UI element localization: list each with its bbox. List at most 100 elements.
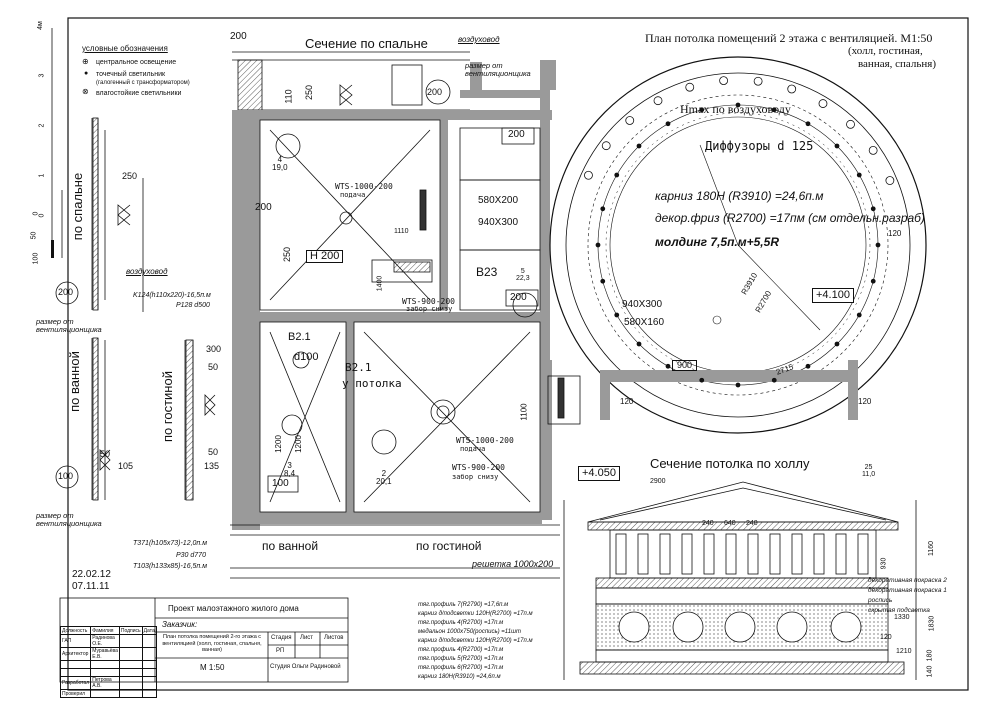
spot-light-icon [685, 82, 695, 92]
staff-name [90, 689, 120, 698]
window-column [791, 533, 803, 575]
spot-light-icon [868, 145, 878, 155]
b23-label: B23 [476, 265, 498, 279]
dim-180: 180 [926, 649, 934, 662]
staff-row [59, 660, 157, 669]
wts3-label: WTS-1000-200 [456, 436, 514, 445]
plan-subtitle-2: ванная, спальня) [858, 58, 937, 70]
bottom-title-bath: по ванной [262, 539, 319, 553]
diffusers-label: Диффузоры d 125 [705, 139, 814, 153]
col-date: Дата [141, 626, 157, 635]
wet-light-icon: ⊗ [82, 87, 89, 96]
box-100: 100 [272, 478, 289, 489]
staff-sign [118, 634, 143, 648]
section-note: декоративная покраска 1 [868, 587, 947, 594]
staff-role: Проверил [59, 689, 92, 698]
scale-ruler [51, 28, 63, 258]
spot-light-icon [699, 107, 705, 113]
spot-light-icon [846, 119, 855, 129]
dim-640: 640 [724, 520, 736, 527]
bottom-title-living: по гостиной [416, 539, 482, 553]
legend-item-central: центральное освещение [96, 59, 177, 66]
dim-250-plan: 250 [282, 246, 293, 263]
stamp-stage: РП [276, 648, 285, 654]
top-circle-200: 200 [427, 87, 443, 97]
col-position: Должность [59, 626, 92, 635]
spot-light-icon [805, 121, 811, 127]
window-column [725, 533, 737, 575]
room-2-area: 2 20,1 [376, 469, 392, 486]
duct-940x300: 940Х300 [478, 217, 519, 228]
date-2: 07.11.11 [72, 581, 110, 592]
col-sign: Подпись [118, 626, 143, 635]
stamp-studio: Студия Ольги Радиновой [270, 664, 341, 670]
d100-label: d100 [294, 351, 319, 363]
plan-subtitle-1: (холл, гостиная, [848, 45, 923, 57]
dim-120b: 120 [620, 397, 634, 406]
dim-120c: 120 [858, 397, 872, 406]
room-3-area: 3 8,4 [284, 461, 296, 478]
window-column [769, 533, 781, 575]
top-dim-110: 110 [283, 89, 294, 104]
section-hall-drawing [563, 481, 917, 680]
wts3-sub: подача [460, 445, 486, 453]
dim-1200a: 1200 [273, 435, 283, 453]
wts2-label: WTS-900-200 [402, 297, 455, 306]
wts1-sub: подача [340, 191, 366, 199]
spot-light-icon [719, 76, 729, 86]
box-200-mid: 200 [510, 292, 527, 303]
left-title-living: по гостиной [159, 371, 175, 442]
spec-item: тяг.профиль 4(R2700) =17п.м [418, 620, 504, 626]
dim-140: 140 [926, 665, 934, 678]
hall-outer-walls [600, 360, 858, 420]
floor-plan-rooms [230, 119, 581, 579]
spot-light-icon [870, 278, 876, 284]
spot-light-icon [735, 382, 741, 388]
cornice-label: карниз 180H (R3910) =24,6п.м [655, 189, 824, 203]
ruler-0-cm: 0 [32, 211, 40, 216]
top-dim-250: 250 [304, 84, 315, 101]
left-size-note2: размер от вентиляционщика [36, 511, 102, 528]
medallion-icon [724, 611, 756, 643]
spot-light-icon [856, 312, 862, 318]
window-column [681, 533, 693, 575]
ruler-3: 3 [38, 73, 46, 78]
p128-label: P128 d500 [176, 302, 210, 309]
staff-role: ГАП [59, 634, 92, 648]
medallion-icon [776, 611, 808, 643]
left-dim-50b: 50 [208, 447, 219, 457]
stamp-sheets-head: Листов [324, 635, 344, 641]
spec-item: карниз 180Н(R3910) =24,6п.м [418, 674, 501, 680]
section-note: декоративная покраска 2 [868, 577, 947, 584]
stamp-customer: Заказчик: [162, 620, 198, 629]
staff-date [141, 689, 157, 698]
dim-2900: 2900 [650, 478, 666, 485]
spot-light-icon [665, 121, 671, 127]
left-dim-50: 50 [208, 362, 219, 372]
spec-item: тяг.профиль 5(R2700) =17п.м [418, 656, 504, 662]
spec-item: медальон 1000х750(роспись) =11шт [418, 629, 522, 635]
window-column [659, 533, 671, 575]
stamp-project: Проект малоэтажного жилого дома [168, 604, 299, 613]
wts4-sub: забор снизу [452, 473, 499, 481]
dim-120-sec: 120 [880, 634, 892, 641]
left-dim-250: 250 [122, 171, 138, 181]
spot-light-icon [834, 143, 840, 149]
spot-light-icon [771, 377, 777, 383]
spec-item: карниз д/подсветки 120Н(R2700) =17п.м [418, 638, 533, 644]
left-size-note: размер от вентиляционщика [36, 317, 102, 334]
dim-1210: 1210 [896, 648, 912, 655]
dim-900: 900 [672, 360, 698, 371]
staff-sign [118, 647, 143, 661]
window-column [747, 533, 759, 575]
section-bedroom-title: Сечение по спальне [305, 36, 428, 51]
level-4100: +4.100 [812, 288, 854, 303]
dim-930: 930 [880, 557, 888, 570]
top-duct-label: воздуховод [458, 35, 500, 44]
window-column [637, 533, 649, 575]
dim-1400: 1400 [376, 275, 384, 292]
medallion-icon [672, 611, 704, 643]
